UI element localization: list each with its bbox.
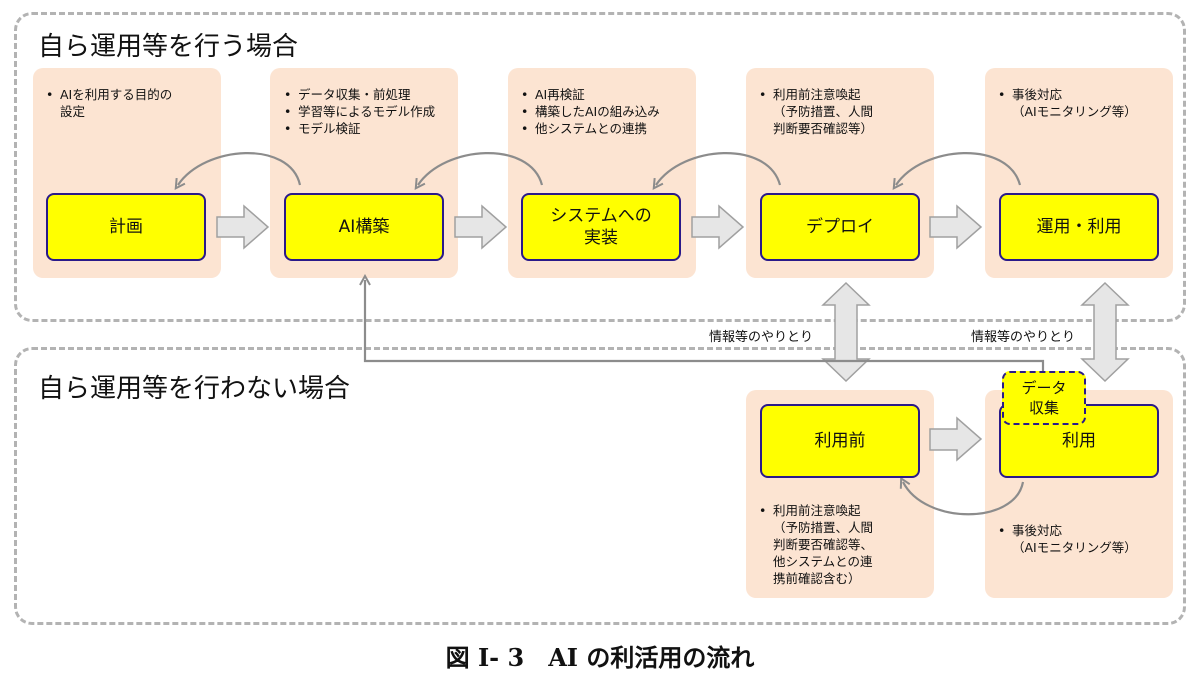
- notes-operate: 事後対応 （AIモニタリング等）: [996, 86, 1168, 120]
- stage-label: 利用前: [814, 431, 866, 451]
- note-item: 判断要否確認等）: [773, 121, 874, 136]
- block-arrow-impl-deploy: [691, 204, 745, 250]
- block-arrow-build-impl: [454, 204, 508, 250]
- double-arrow-deploy: [821, 281, 871, 383]
- feedback-arrow-build-plan: [178, 152, 302, 185]
- notes-pre-use: 利用前注意喚起 （予防措置、人間 判断要否確認等、 他システムとの連 携前確認含…: [757, 502, 929, 587]
- note-item: AI再検証: [519, 86, 691, 103]
- data-collection-node: データ 収集: [1002, 371, 1086, 425]
- stage-label: デプロイ: [806, 217, 874, 237]
- block-arrow-plan-build: [216, 204, 270, 250]
- self-operation-region: [14, 12, 1186, 322]
- feedback-arrow-impl-build: [418, 152, 544, 185]
- notes-deploy: 利用前注意喚起 （予防措置、人間 判断要否確認等）: [757, 86, 929, 137]
- note-item: データ収集・前処理: [282, 86, 454, 103]
- note-item: （予防措置、人間: [773, 520, 874, 535]
- note-item: 利用前注意喚起: [757, 86, 929, 103]
- note-item: AIを利用する目的の: [44, 86, 216, 103]
- notes-plan: AIを利用する目的の 設定: [44, 86, 216, 120]
- feedback-arrow-deploy-impl: [656, 152, 782, 185]
- stage-node-deploy: デプロイ: [760, 193, 920, 261]
- note-item: 携前確認含む）: [773, 571, 861, 586]
- note-item: 判断要否確認等、: [773, 537, 874, 552]
- exchange-label-operate: 情報等のやりとり: [971, 330, 1076, 345]
- note-item: 他システムとの連携: [519, 120, 691, 137]
- feedback-arrow-use-preuse: [903, 482, 1025, 516]
- note-item: （AIモニタリング等）: [1012, 540, 1137, 555]
- stage-label: AI構築: [338, 217, 390, 237]
- stage-node-impl: システムへの 実装: [521, 193, 681, 261]
- notes-use: 事後対応 （AIモニタリング等）: [996, 522, 1168, 556]
- double-arrow-operate: [1080, 281, 1130, 383]
- note-item: （予防措置、人間: [773, 104, 874, 119]
- feedback-arrow-operate-deploy: [896, 152, 1022, 185]
- block-arrow-deploy-operate: [929, 204, 983, 250]
- note-item: 事後対応: [996, 86, 1168, 103]
- block-arrow-preuse-use: [929, 416, 983, 462]
- self-operation-title: 自ら運用等を行う場合: [38, 32, 299, 62]
- notes-build: データ収集・前処理 学習等によるモデル作成 モデル検証: [282, 86, 454, 137]
- stage-label: 利用: [1062, 431, 1096, 451]
- note-item: モデル検証: [282, 120, 454, 137]
- exchange-label-deploy: 情報等のやりとり: [709, 330, 814, 345]
- figure-caption: 図 I- 3 AI の利活用の流れ: [445, 643, 755, 672]
- stage-label: 計画: [109, 217, 143, 237]
- notes-impl: AI再検証 構築したAIの組み込み 他システムとの連携: [519, 86, 691, 137]
- note-item: （AIモニタリング等）: [1012, 104, 1137, 119]
- note-item: 他システムとの連: [773, 554, 873, 569]
- stage-node-build: AI構築: [284, 193, 444, 261]
- stage-label: 運用・利用: [1036, 217, 1122, 237]
- stage-node-pre-use: 利用前: [760, 404, 920, 478]
- stage-node-operate: 運用・利用: [999, 193, 1159, 261]
- note-item: 事後対応: [996, 522, 1168, 539]
- data-feedback-line: [365, 280, 1045, 371]
- note-item: 利用前注意喚起: [757, 502, 929, 519]
- stage-label: システムへの 実装: [550, 206, 652, 248]
- note-item: 設定: [60, 104, 86, 119]
- note-item: 構築したAIの組み込み: [519, 103, 691, 120]
- non-self-operation-region: [14, 347, 1186, 625]
- non-self-operation-title: 自ら運用等を行わない場合: [38, 374, 351, 404]
- stage-node-plan: 計画: [46, 193, 206, 261]
- note-item: 学習等によるモデル作成: [282, 103, 454, 120]
